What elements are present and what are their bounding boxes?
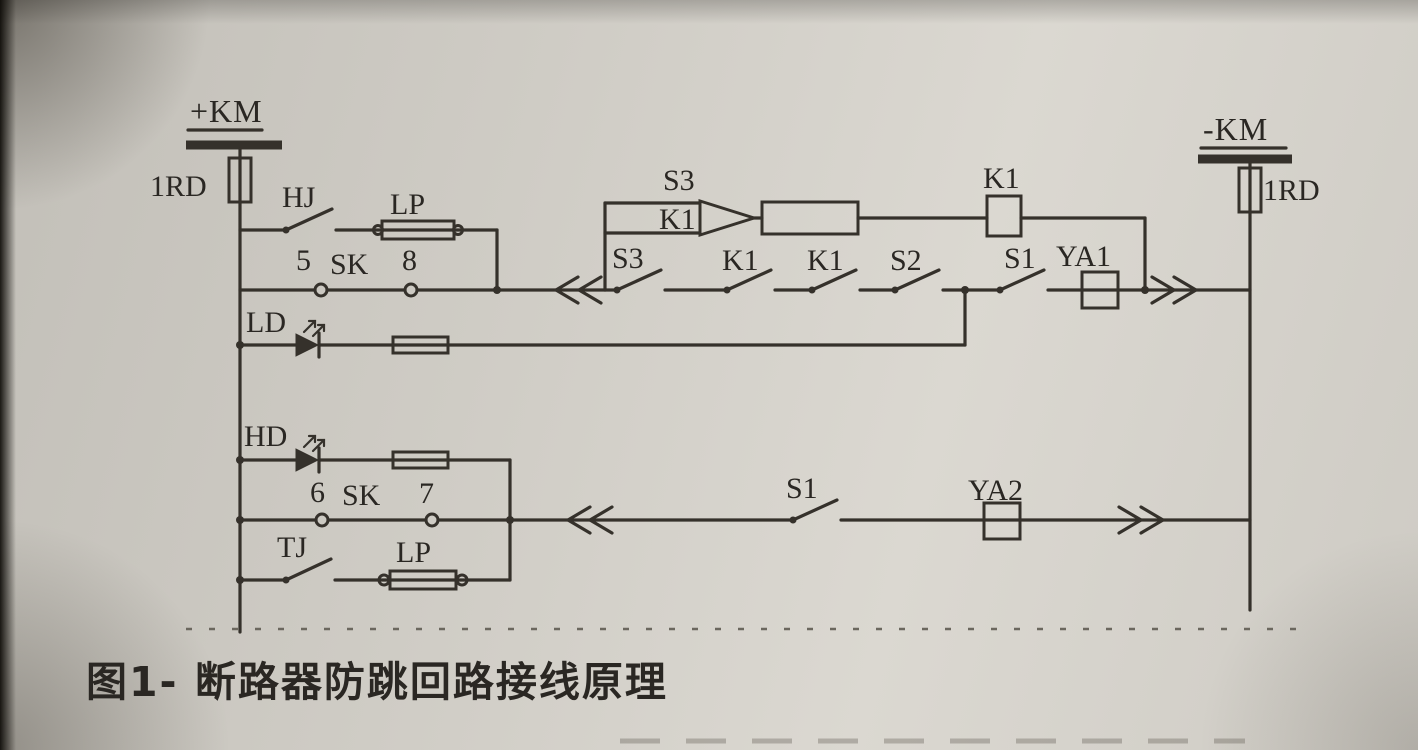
ld-branch: LD — [236, 288, 967, 359]
plug-arrow-left-icon — [564, 505, 592, 535]
sk-top-label: SK — [330, 248, 369, 281]
plug-arrow-left-icon — [586, 505, 614, 535]
k1-plug-label: K1 — [659, 203, 696, 236]
sk-bottom-label: SK — [342, 479, 381, 512]
junction-dot — [493, 286, 501, 294]
tj-label: TJ — [277, 531, 307, 564]
sk-top-terminal-left-label: 5 — [296, 244, 311, 277]
sk-terminal-8 — [403, 282, 419, 298]
k1-contact-b-label: K1 — [807, 244, 844, 277]
plug-arrow-right-icon — [1139, 505, 1167, 535]
lp-top-label: LP — [390, 188, 425, 221]
ya1-label: YA1 — [1056, 240, 1111, 273]
left-fuse-symbol — [227, 156, 253, 204]
ld-lamp-triangle-icon — [295, 333, 320, 357]
contact-row: S3 K1 K1 S2 S1 YA1 — [603, 240, 1252, 310]
tj-lp-branch: TJ LP — [236, 531, 512, 591]
plug-arrow-right-icon — [1172, 275, 1200, 305]
s2-contact-blade — [893, 268, 941, 292]
positive-bus: +KM 1RD — [150, 93, 282, 634]
s3-contact-blade — [615, 268, 663, 292]
k1-contact-b-blade — [810, 268, 858, 292]
ld-resistor-symbol — [391, 335, 450, 355]
plug-arrow-right-icon — [1117, 505, 1145, 535]
hd-label: HD — [244, 420, 287, 453]
junction-dot — [506, 516, 514, 524]
hj-switch-blade — [284, 207, 334, 232]
hj-label: HJ — [282, 181, 316, 214]
tj-switch-blade — [284, 557, 333, 582]
s1-upper-label: S1 — [1004, 242, 1036, 275]
ya2-label: YA2 — [968, 474, 1023, 507]
s3-contact-label: S3 — [612, 242, 644, 275]
sk-bottom-branch: 6 SK 7 S1 YA2 — [236, 472, 1252, 541]
left-fuse-label: 1RD — [150, 170, 207, 203]
ld-label: LD — [246, 306, 286, 339]
k1-plug-wedge-symbol — [698, 198, 759, 238]
junction-dot — [1141, 286, 1149, 294]
plug-arrow-right-icon — [1150, 275, 1178, 305]
s1-lower-label: S1 — [786, 472, 818, 505]
sk-bottom-terminal-left-label: 6 — [310, 476, 325, 509]
positive-bus-label: +KM — [190, 93, 263, 129]
hd-lamp-triangle-icon — [295, 448, 320, 472]
ld-emission-arrowhead — [307, 319, 317, 329]
plug-arrow-left-icon — [552, 275, 580, 305]
hd-emission-arrowhead — [316, 438, 326, 448]
s1-lower-blade — [791, 498, 839, 522]
hd-emission-arrowhead — [307, 434, 317, 444]
relay-element-box — [760, 200, 860, 236]
k1-contact-a-blade — [725, 268, 773, 292]
ld-emission-arrowhead — [316, 323, 326, 333]
negative-bus-label: -KM — [1203, 111, 1268, 147]
plug-arrow-left-icon — [575, 275, 603, 305]
negative-bus: -KM 1RD — [1198, 111, 1320, 612]
k1-relay-block: S3 K1 K1 — [603, 162, 1147, 292]
ld-emission-arrow-icon — [302, 319, 317, 334]
sk-terminal-7 — [424, 512, 440, 528]
lp-bottom-fuse-symbol — [388, 569, 458, 591]
lp-top-fuse-symbol — [380, 219, 456, 241]
ya2-coil-symbol — [982, 501, 1022, 541]
sk-terminal-5 — [313, 282, 329, 298]
right-fuse-label: 1RD — [1263, 174, 1320, 207]
k1-contact-a-label: K1 — [722, 244, 759, 277]
figure-caption: 图1- 断路器防跳回路接线原理 — [86, 658, 668, 706]
k1-coil-label: K1 — [983, 162, 1020, 195]
hd-emission-arrow-icon — [302, 434, 317, 449]
hd-emission-arrow-icon — [311, 438, 326, 453]
s1-upper-blade — [998, 268, 1046, 292]
sk-top-terminal-right-label: 8 — [402, 244, 417, 277]
sk-bottom-terminal-right-label: 7 — [419, 477, 434, 510]
sk-terminal-6 — [314, 512, 330, 528]
right-fuse-symbol — [1237, 166, 1263, 214]
hj-lp-branch: HJ LP — [238, 181, 499, 292]
s3-upper-label: S3 — [663, 164, 695, 197]
lp-bottom-label: LP — [396, 536, 431, 569]
hd-resistor-symbol — [391, 450, 450, 470]
s2-contact-label: S2 — [890, 244, 922, 277]
sk-top-branch: 5 SK 8 — [238, 244, 607, 305]
k1-coil-symbol — [985, 194, 1023, 238]
ya1-coil-symbol — [1080, 270, 1120, 310]
ld-emission-arrow-icon — [311, 323, 326, 338]
